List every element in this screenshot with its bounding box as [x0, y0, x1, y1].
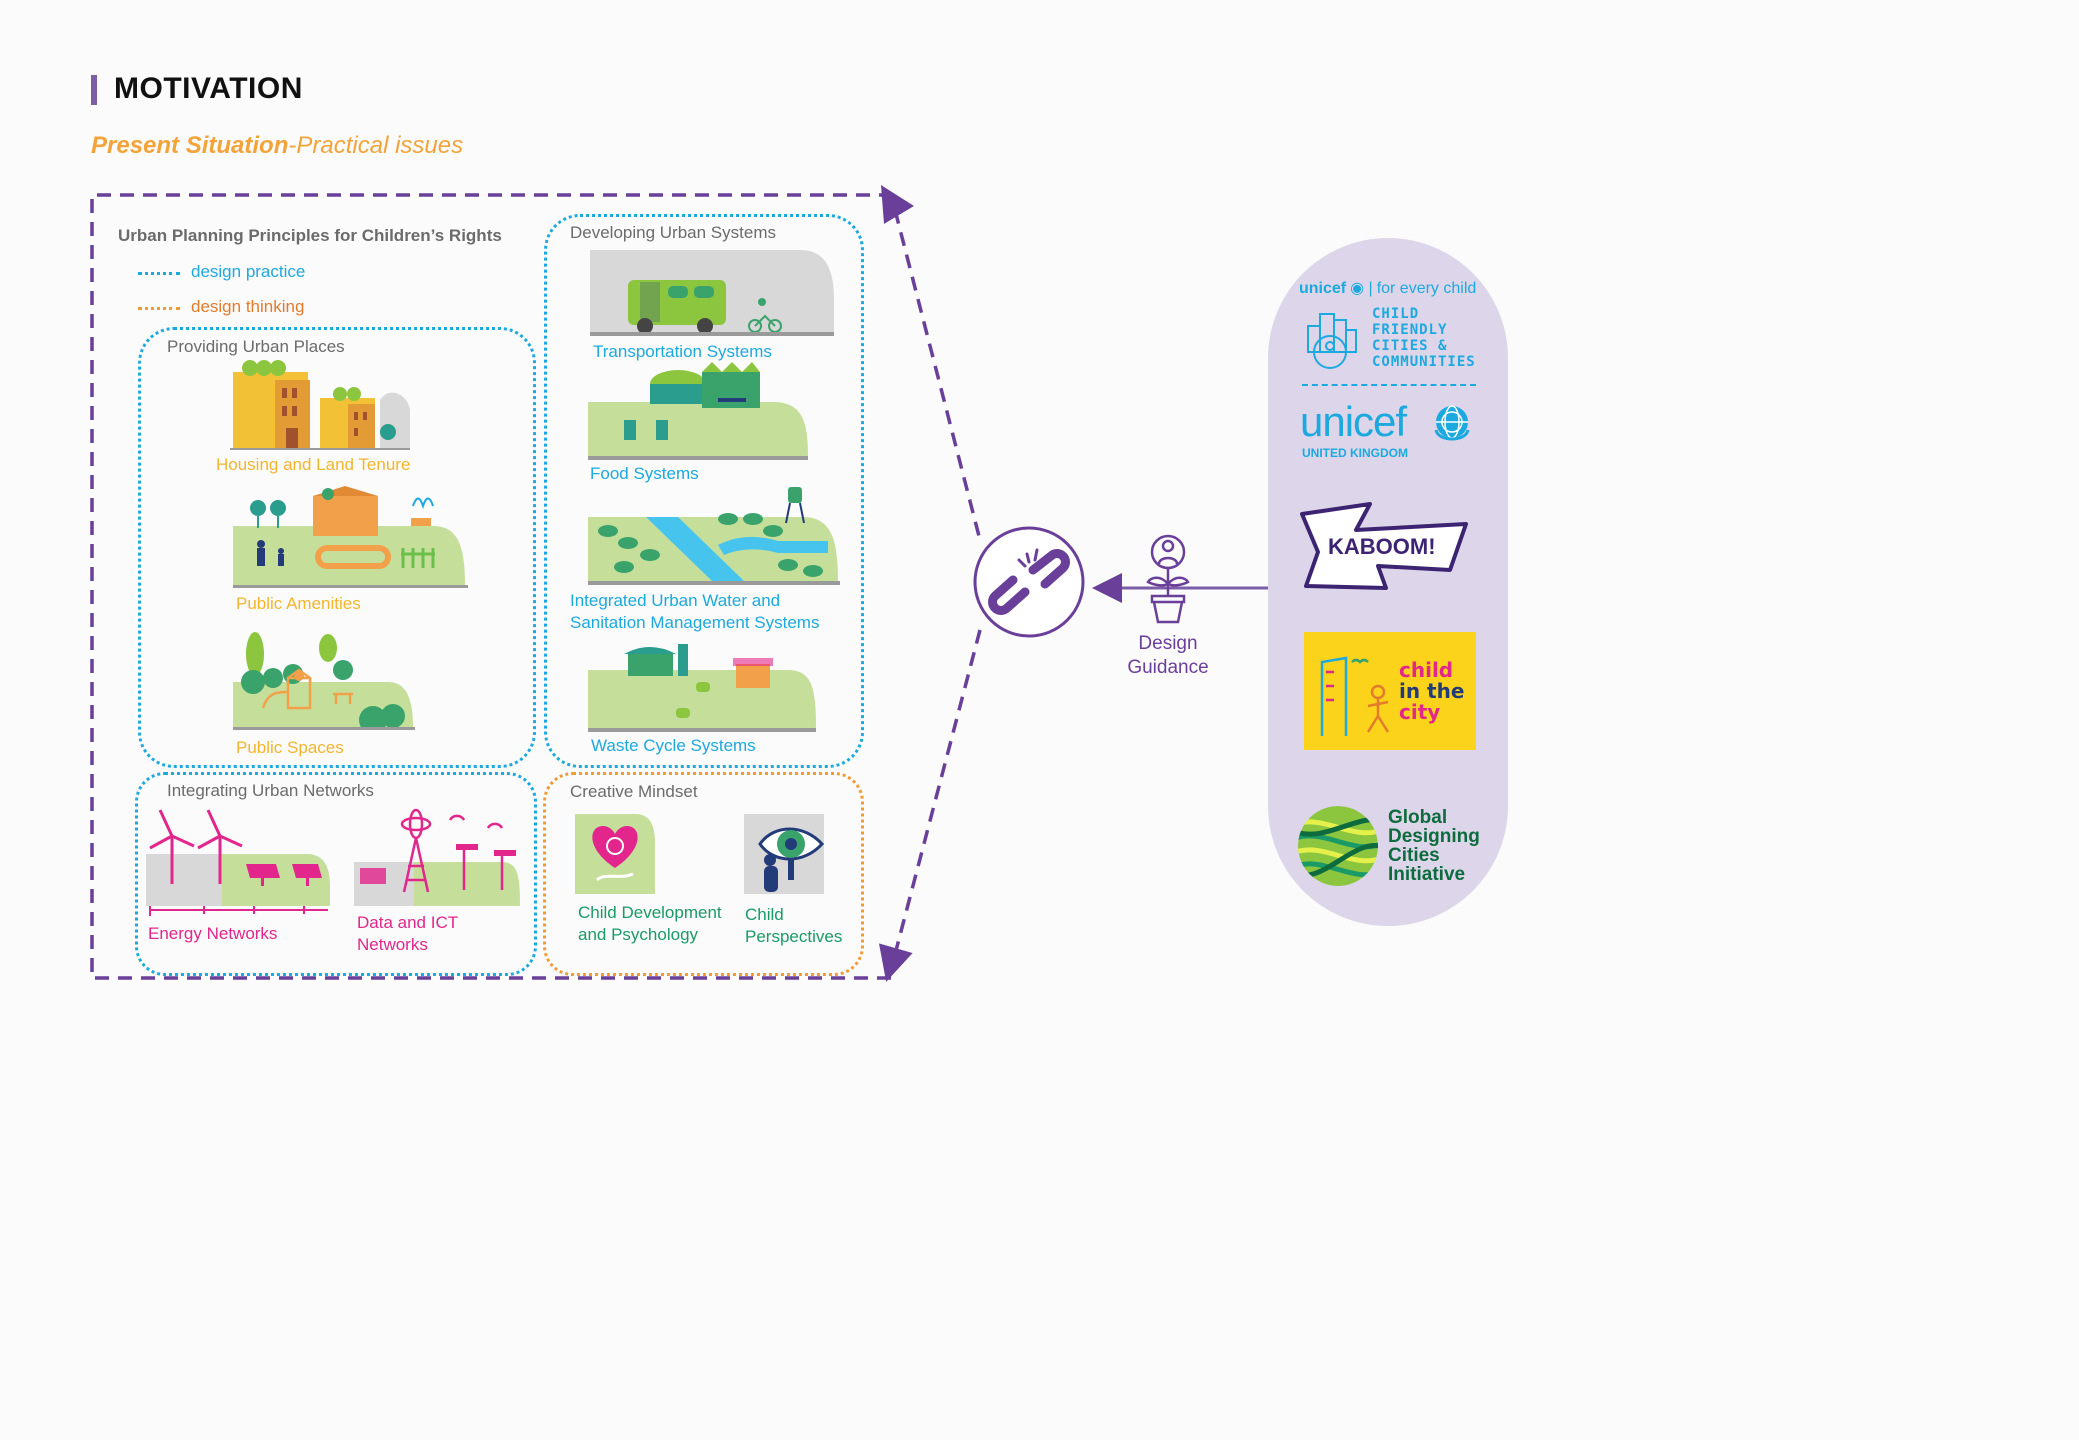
label-water-line1: Integrated Urban Water and — [570, 591, 781, 610]
kaboom-logo-text: KABOOM! — [1328, 534, 1436, 559]
subtitle-rest: -Practical issues — [288, 132, 464, 159]
cfcc-text: CHILD FRIENDLY CITIES & COMMUNITIES — [1372, 306, 1476, 370]
upper-diagonal — [893, 209, 982, 541]
creative-mindset-box — [543, 772, 864, 976]
unicef-uk-wordmark: unicef — [1300, 398, 1407, 445]
label-energy: Energy Networks — [148, 924, 278, 943]
legend-thinking: design thinking — [191, 297, 305, 316]
gdci-line4: Initiative — [1388, 864, 1466, 885]
guidance-line1: Design — [1138, 633, 1198, 654]
data-ict-illustration — [354, 808, 520, 906]
legend-practice: design practice — [191, 262, 306, 281]
label-data-line2: Networks — [357, 935, 428, 954]
creative-title: Creative Mindset — [570, 782, 698, 801]
gdci-logo-icon — [1298, 806, 1378, 886]
label-child-development: Child Development and Psychology — [578, 902, 722, 946]
label-waste: Waste Cycle Systems — [591, 736, 756, 755]
gdci-text: Global Designing Cities Initiative — [1388, 808, 1480, 884]
public-amenities-illustration — [233, 486, 468, 588]
label-food: Food Systems — [590, 464, 699, 483]
providing-title: Providing Urban Places — [167, 337, 345, 356]
unicef-uk-sub: UNITED KINGDOM — [1302, 446, 1408, 460]
providing-urban-places-box — [138, 327, 536, 768]
cic-line1: child — [1399, 658, 1454, 682]
label-transportation: Transportation Systems — [593, 342, 772, 361]
food-systems-illustration — [588, 362, 808, 460]
developing-title: Developing Urban Systems — [570, 223, 776, 242]
label-cp-line1: Child — [745, 905, 784, 924]
housing-illustration — [230, 360, 410, 450]
label-cd-line2: and Psychology — [578, 925, 699, 944]
subtitle-bold: Present Situation — [91, 132, 289, 159]
label-housing: Housing and Land Tenure — [216, 455, 411, 474]
child-in-the-city-text: child in the city — [1399, 660, 1464, 723]
waste-cycle-illustration — [588, 644, 816, 732]
cfcc-line3: CITIES & — [1372, 338, 1448, 354]
label-public-amenities: Public Amenities — [236, 594, 361, 613]
cfcc-line1: CHILD — [1372, 306, 1420, 322]
unicef-globe-icon — [1434, 405, 1470, 441]
unicef-for-every-child-logo: unicef◉ |for every child — [1299, 278, 1476, 298]
title-accent-bar — [91, 75, 97, 105]
gdci-line2: Designing — [1388, 826, 1480, 847]
plant-person-icon — [1146, 534, 1190, 624]
integrating-networks-box — [135, 772, 537, 976]
transportation-illustration — [590, 250, 834, 336]
unicef-tag: unicef — [1299, 280, 1347, 297]
energy-networks-illustration — [146, 809, 330, 916]
partner-divider — [1302, 384, 1476, 386]
cic-line2: in the — [1399, 679, 1465, 703]
public-spaces-illustration — [233, 632, 415, 730]
label-cd-line1: Child Development — [578, 903, 722, 922]
cfcc-line4: COMMUNITIES — [1372, 354, 1476, 370]
child-development-illustration — [575, 814, 655, 894]
cic-line3: city — [1399, 700, 1441, 724]
page-subtitle: Present Situation-Practical issues — [91, 132, 463, 160]
principles-title: Urban Planning Principles for Children’s… — [118, 226, 502, 245]
integrating-title: Integrating Urban Networks — [167, 781, 374, 800]
child-perspectives-illustration — [744, 814, 825, 894]
gdci-line1: Global — [1388, 807, 1448, 828]
label-data-line1: Data and ICT — [357, 913, 459, 932]
label-cp-line2: Perspectives — [745, 927, 843, 946]
legend-line-thinking — [138, 307, 180, 310]
child-in-the-city-drawing — [1320, 656, 1390, 736]
label-public-spaces: Public Spaces — [236, 738, 344, 757]
developing-urban-systems-box — [544, 214, 864, 768]
legend-line-practice — [138, 272, 180, 275]
label-data-ict: Data and ICT Networks — [357, 912, 458, 956]
kaboom-logo-shape — [1300, 502, 1468, 590]
water-sanitation-illustration — [588, 487, 840, 585]
unicef-tagline: for every child — [1376, 280, 1477, 297]
unicef-globe-small-icon: ◉ | — [1350, 280, 1373, 297]
child-in-the-city-logo — [1304, 632, 1476, 750]
page-title: MOTIVATION — [114, 72, 303, 105]
lower-diagonal — [891, 629, 982, 963]
broken-link-icon — [988, 548, 1070, 615]
gdci-line3: Cities — [1388, 845, 1440, 866]
label-water-line2: Sanitation Management Systems — [570, 613, 820, 632]
cfcc-line2: FRIENDLY — [1372, 322, 1448, 338]
cfcc-city-icon — [1307, 313, 1357, 369]
guidance-line2: Guidance — [1127, 657, 1209, 678]
